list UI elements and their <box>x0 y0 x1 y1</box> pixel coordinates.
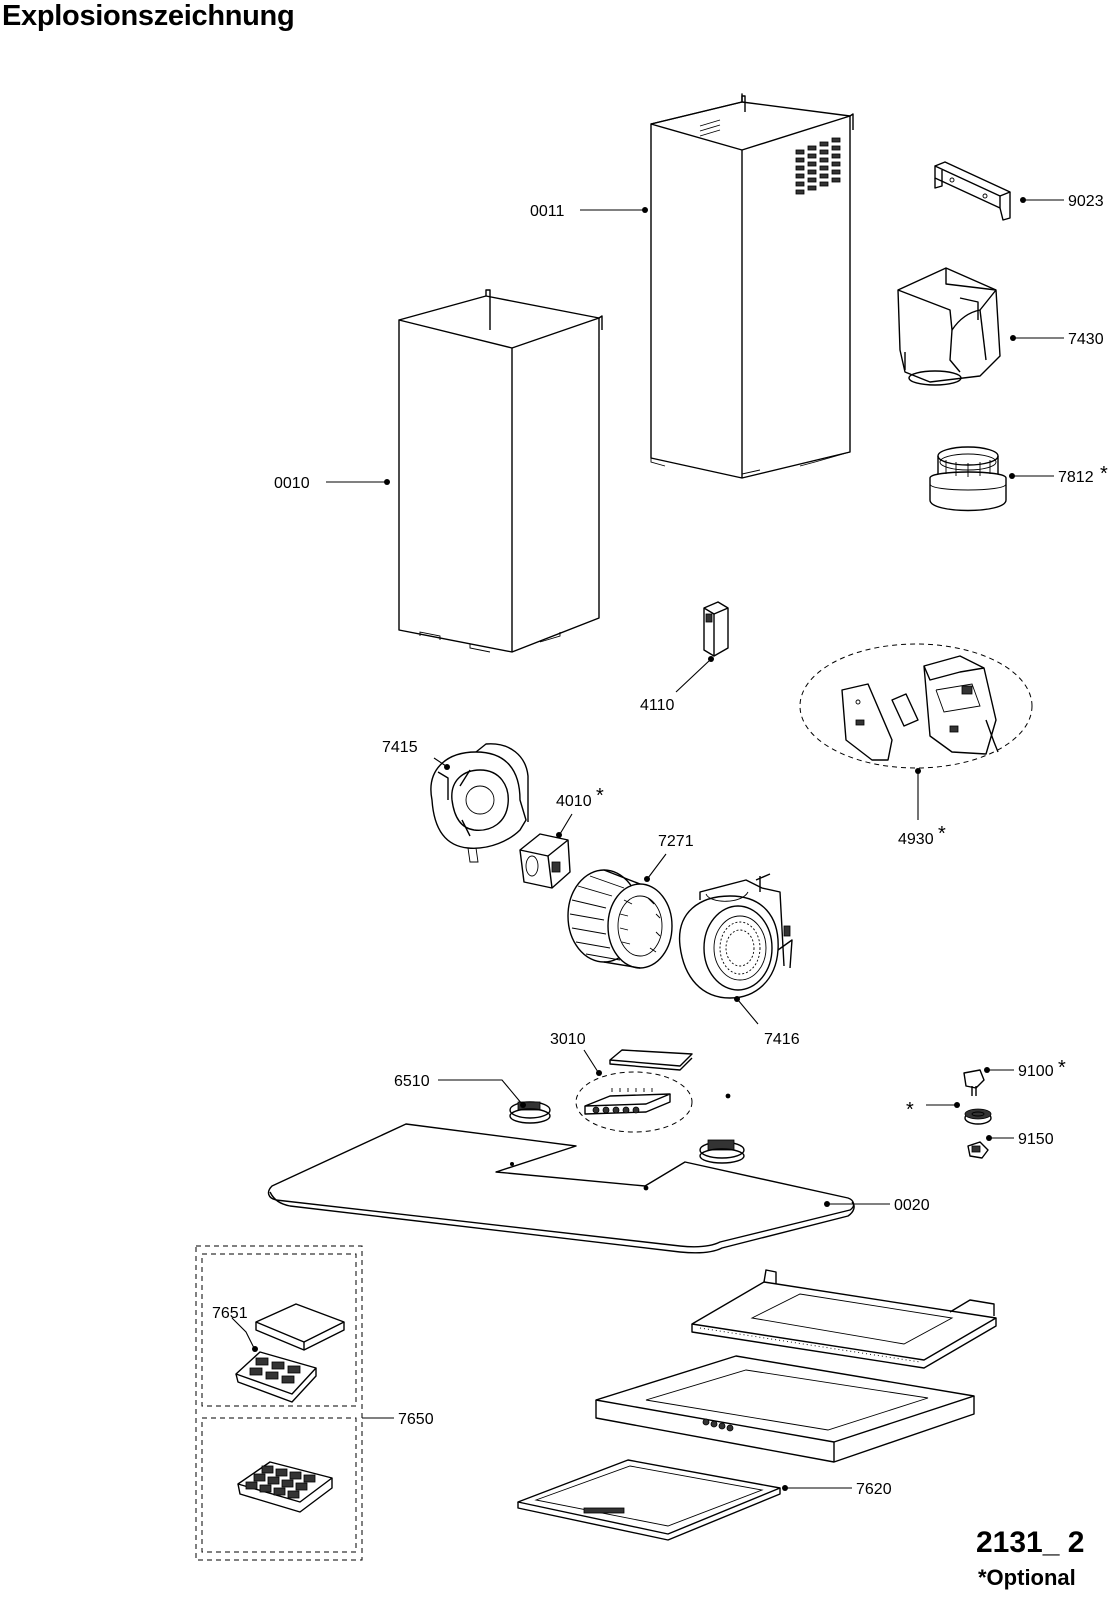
control-panel-group <box>575 1049 693 1133</box>
ring-part <box>964 1108 992 1125</box>
label-7271: 7271 <box>658 833 694 850</box>
lamp-holder-left <box>509 1101 551 1124</box>
carbon-filter-grid <box>237 1461 333 1513</box>
exhaust-flange <box>929 446 1007 512</box>
optional-marker-4010: * <box>596 785 604 807</box>
main-frame <box>595 1355 975 1463</box>
label-9100: 9100 <box>1018 1063 1054 1080</box>
chimney-lower-part <box>398 289 603 653</box>
vent-slots-top <box>699 119 721 137</box>
label-0020: 0020 <box>894 1197 930 1214</box>
optional-marker-7812: * <box>1100 463 1108 485</box>
grease-filter <box>517 1459 781 1541</box>
label-6510: 6510 <box>394 1073 430 1090</box>
optional-legend: *Optional <box>978 1565 1076 1590</box>
label-7651: 7651 <box>212 1305 248 1322</box>
label-4010: 4010 <box>556 793 592 810</box>
capacitor <box>703 601 729 657</box>
label-7620: 7620 <box>856 1481 892 1498</box>
hood-canopy <box>267 1123 855 1254</box>
label-7650: 7650 <box>398 1411 434 1428</box>
upper-filter-frame <box>691 1269 997 1369</box>
lamp-holder-right <box>699 1139 745 1164</box>
label-0011: 0011 <box>530 203 565 220</box>
fan-housing-right <box>678 873 793 999</box>
leader-lines <box>231 197 1064 1491</box>
label-4930: 4930 <box>898 831 934 848</box>
label-7430: 7430 <box>1068 331 1104 348</box>
filter-frame <box>235 1351 317 1403</box>
fan-housing-left <box>430 743 529 863</box>
vent-slots-side <box>795 137 841 195</box>
label-7416: 7416 <box>764 1031 800 1048</box>
label-0010: 0010 <box>274 475 310 492</box>
label-9023: 9023 <box>1068 193 1104 210</box>
screw-dot <box>725 1093 731 1099</box>
label-7812: 7812 <box>1058 469 1094 486</box>
document-number: 2131_ 2 <box>976 1526 1085 1559</box>
label-4110: 4110 <box>640 697 675 714</box>
label-9150: 9150 <box>1018 1131 1054 1148</box>
mounting-bracket <box>934 161 1011 221</box>
fan-impeller <box>567 869 673 969</box>
chimney-upper-part <box>650 93 854 479</box>
control-unit-group <box>799 643 1033 769</box>
optional-marker-4930: * <box>938 823 946 845</box>
clip-part <box>967 1141 989 1159</box>
air-diverter <box>897 267 1001 386</box>
diagram-title: Explosionszeichnung <box>2 0 295 32</box>
optional-marker-unlabeled: * <box>906 1099 914 1121</box>
fan-motor <box>519 833 571 889</box>
carbon-filter-pad <box>255 1303 345 1351</box>
label-7415: 7415 <box>382 739 418 756</box>
knob-part <box>963 1069 985 1096</box>
optional-marker-9100: * <box>1058 1057 1066 1079</box>
filter-kit-box <box>195 1245 363 1561</box>
label-3010: 3010 <box>550 1031 586 1048</box>
